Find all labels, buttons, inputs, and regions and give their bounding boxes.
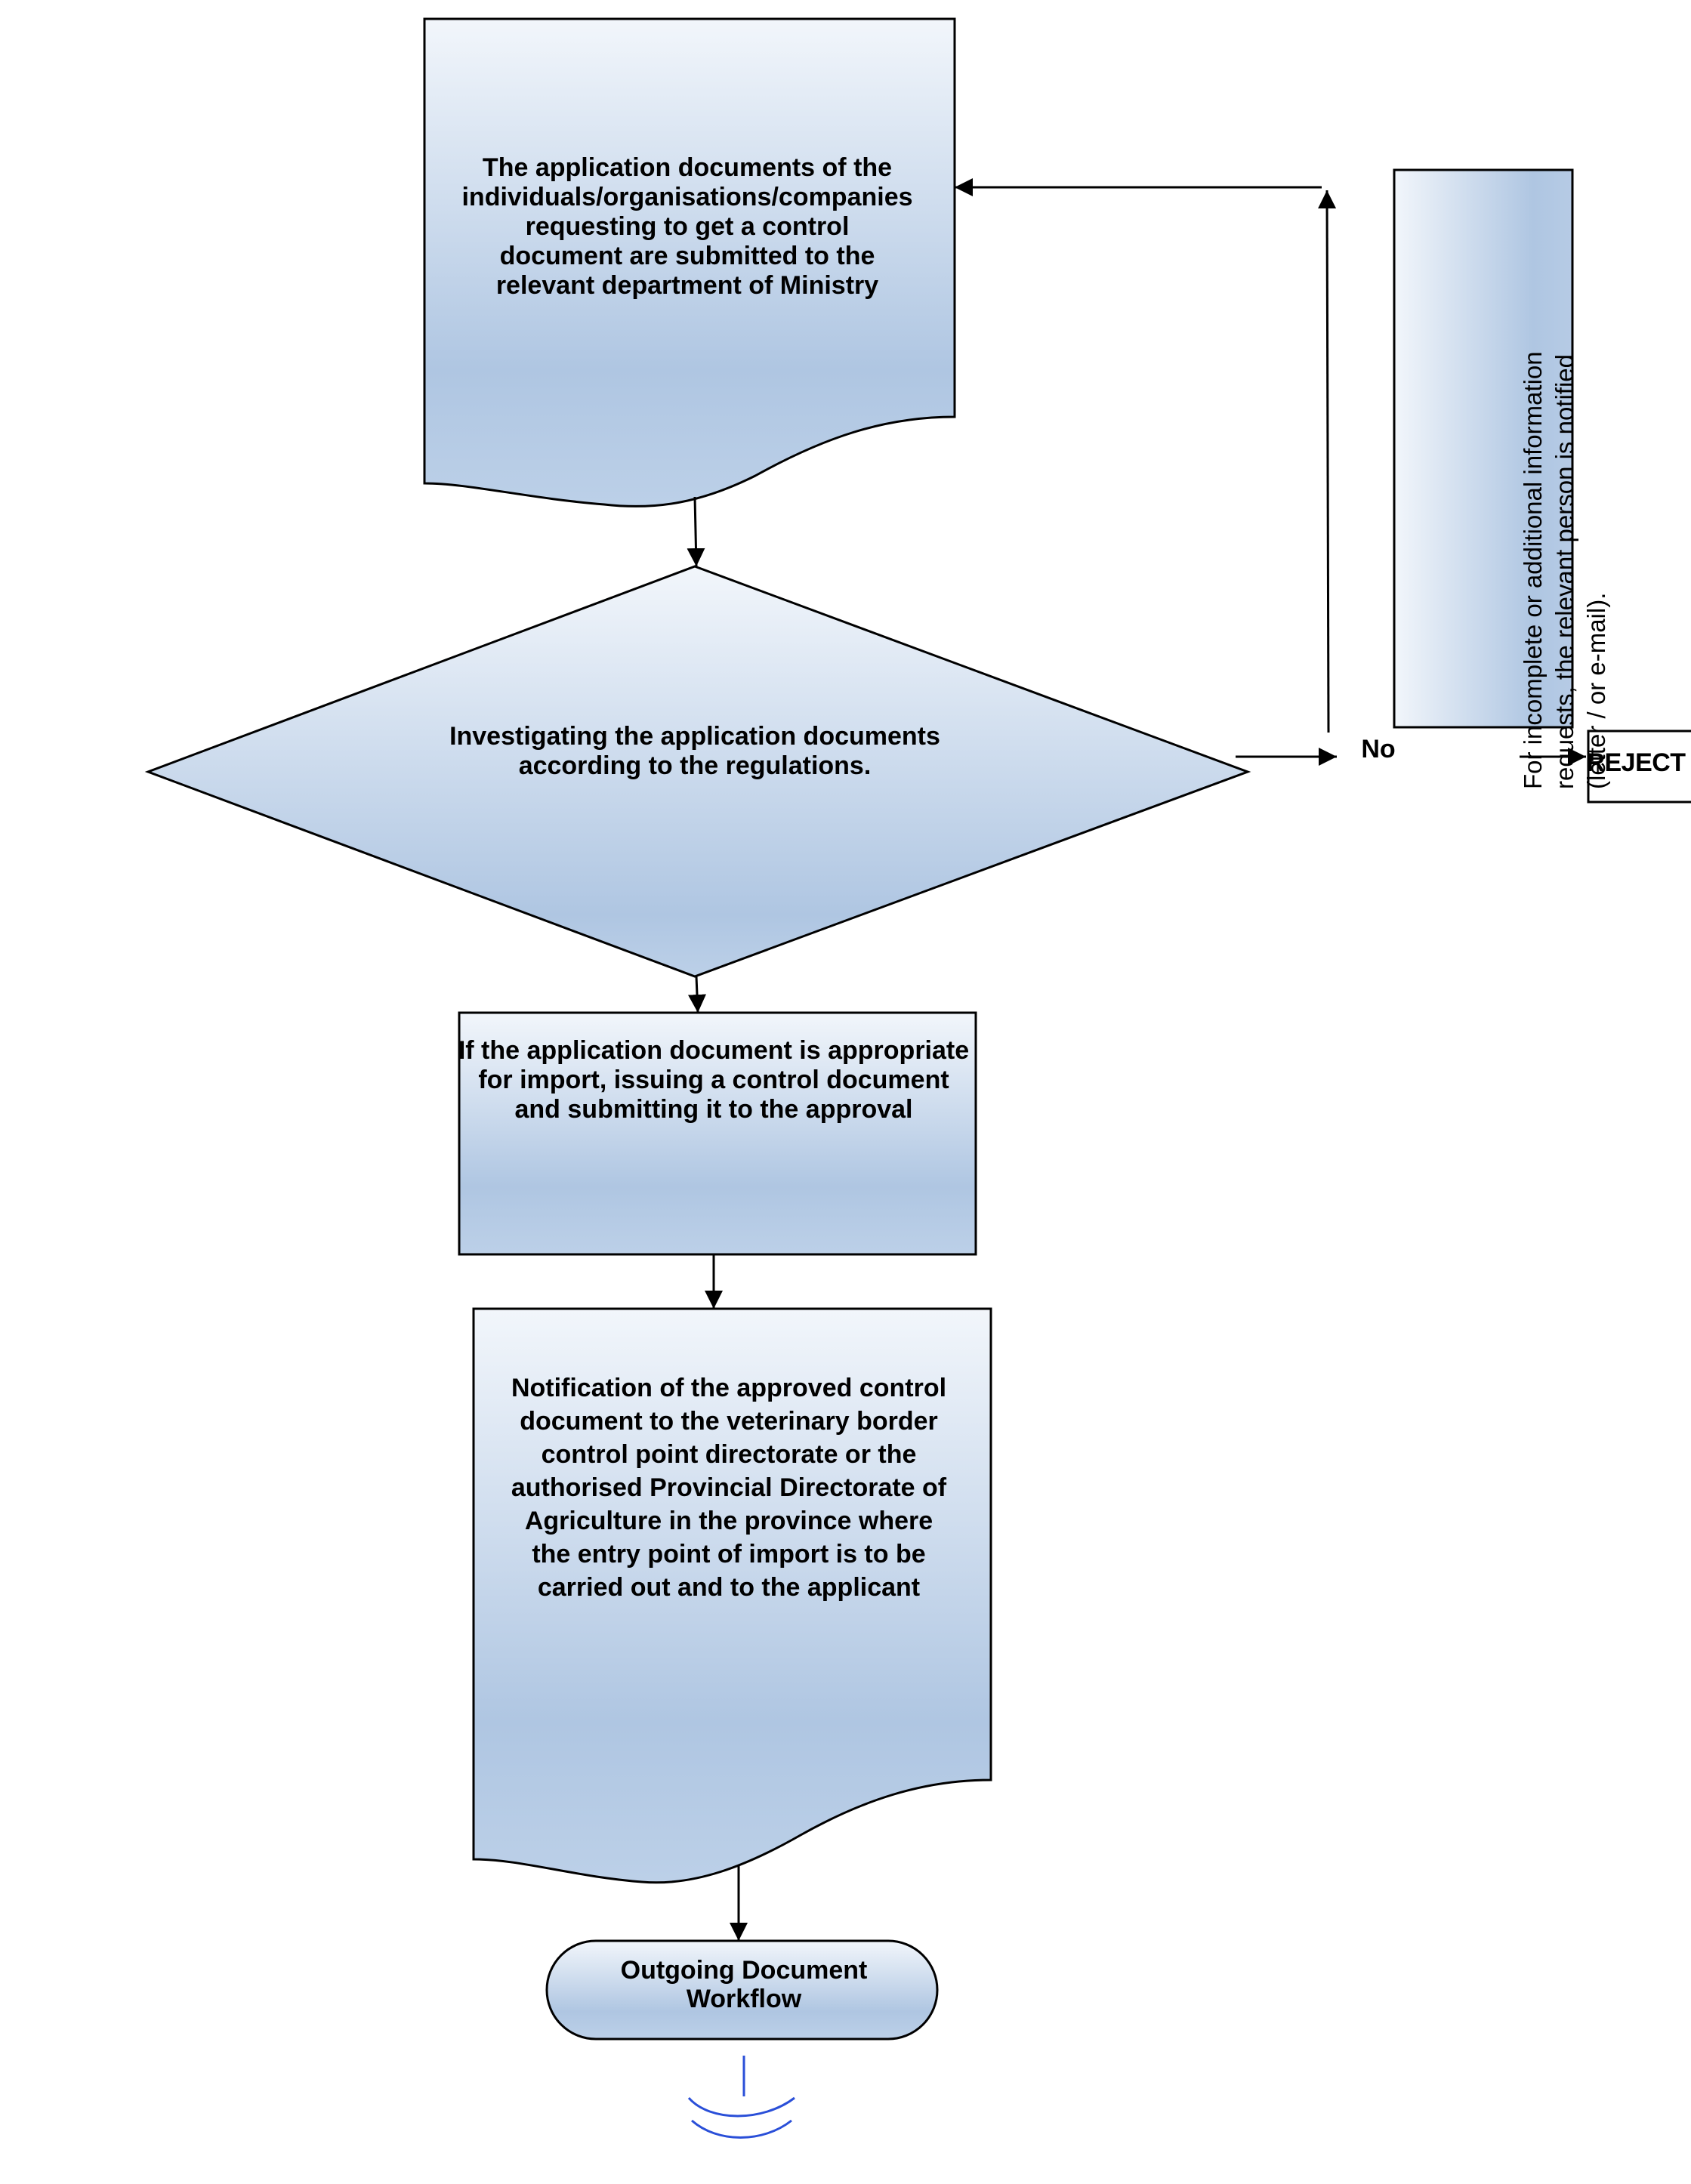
incomplete-notice-label: For incomplete or additional information… xyxy=(1519,351,1610,789)
document-shape-notification xyxy=(472,1307,992,1884)
reject-label: REJECT xyxy=(1586,748,1686,777)
off-page-connector-icon xyxy=(687,2056,795,2139)
arrow-decision-to-process xyxy=(688,976,706,1013)
submit-docs-label: The application documents of the individ… xyxy=(461,153,913,300)
investigate-label: Investigating the application documents … xyxy=(449,722,940,780)
arrow-doc1-to-decision xyxy=(687,496,705,567)
decision-diamond xyxy=(144,565,1251,978)
issue-control-label: If the application document is appropria… xyxy=(458,1035,970,1124)
no-edge-label: No xyxy=(1361,734,1396,763)
outgoing-workflow-label: Outgoing Document Workflow xyxy=(620,1956,868,2013)
document-shape-submit xyxy=(423,17,956,507)
notice-box xyxy=(1393,168,1574,729)
notification-label: Notification of the approved control doc… xyxy=(511,1374,947,1602)
process-box-issue xyxy=(458,1011,977,1256)
reject-box xyxy=(1587,730,1691,804)
arrow-no-up xyxy=(1318,190,1337,733)
terminator-outgoing xyxy=(545,1939,939,2041)
